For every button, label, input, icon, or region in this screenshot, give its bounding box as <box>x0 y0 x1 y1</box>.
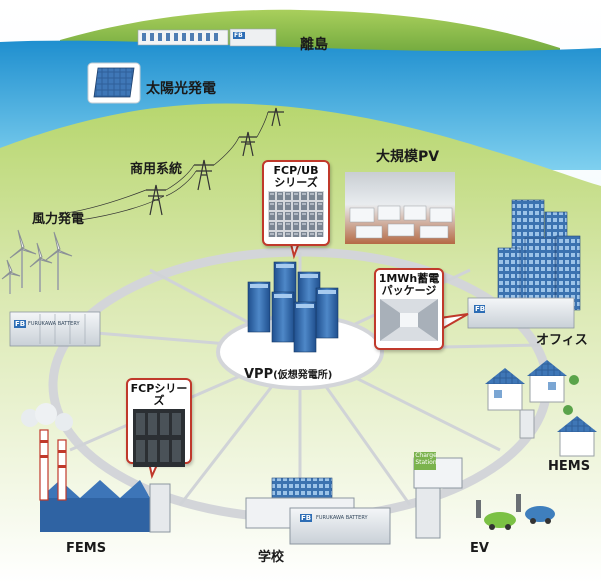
fcp-ub-callout: FCP/UB シリーズ <box>262 160 330 246</box>
fcp-series-callout: FCPシリーズ <box>126 378 192 467</box>
vpp-servers <box>247 261 339 353</box>
vpp-subtitle: (仮想発電所) <box>273 370 333 381</box>
island-label: 離島 <box>300 37 328 53</box>
wind-power-label: 風力発電 <box>32 212 85 227</box>
fcp-ub-image <box>268 191 324 237</box>
fcp-series-image <box>133 409 185 467</box>
office-label: オフィス <box>536 333 588 348</box>
school-container-logo: FB <box>301 514 312 522</box>
charge-station-line2: Station <box>415 459 437 466</box>
hems-label: HEMS <box>548 459 591 474</box>
charge-station-line1: Charge <box>415 452 437 459</box>
factory <box>21 403 171 533</box>
fcp-series-title: FCPシリーズ <box>128 380 190 409</box>
houses <box>485 360 597 457</box>
mwh-package-image <box>380 299 438 341</box>
wind-turbines <box>1 229 73 294</box>
school-label: 学校 <box>258 550 285 565</box>
large-pv-photo <box>345 172 455 244</box>
transmission-towers <box>59 107 284 221</box>
fems-label: FEMS <box>66 541 107 556</box>
mwh-package-callout: 1MWh蓄電 パッケージ <box>374 268 444 350</box>
wind-battery-container <box>9 311 101 347</box>
charge-station-sign: Charge Station <box>415 452 437 466</box>
solar-power-label: 太陽光発電 <box>146 81 216 97</box>
fcp-series-line1: FCPシリーズ <box>130 382 188 407</box>
island-container-logo: FB <box>234 32 243 39</box>
ev-area <box>413 452 555 539</box>
wind-container-brand: FURUKAWA BATTERY <box>28 321 80 327</box>
school-container-brand: FURUKAWA BATTERY <box>316 515 368 521</box>
office-buildings <box>497 199 581 311</box>
vpp-label: VPP(仮想発電所) <box>244 368 332 381</box>
vpp-title: VPP <box>244 367 274 382</box>
office-battery-container <box>467 297 575 329</box>
wind-container-logo: FB <box>15 320 26 328</box>
commercial-grid-label: 商用系統 <box>130 162 183 177</box>
fcp-ub-line1: FCP/UB <box>273 164 319 177</box>
island-containers <box>137 28 277 47</box>
fcp-ub-title: FCP/UB シリーズ <box>264 162 328 191</box>
mwh-package-line1: 1MWh蓄電 <box>378 272 440 285</box>
fcp-ub-line2: シリーズ <box>274 176 318 189</box>
office-container-logo: FB <box>475 305 486 313</box>
mwh-package-title: 1MWh蓄電 パッケージ <box>376 270 442 299</box>
large-pv-label: 大規模PV <box>376 149 440 165</box>
solar-panel <box>87 62 141 104</box>
school-building <box>245 477 391 545</box>
mwh-package-line2: パッケージ <box>381 284 437 297</box>
ev-label: EV <box>470 541 489 556</box>
